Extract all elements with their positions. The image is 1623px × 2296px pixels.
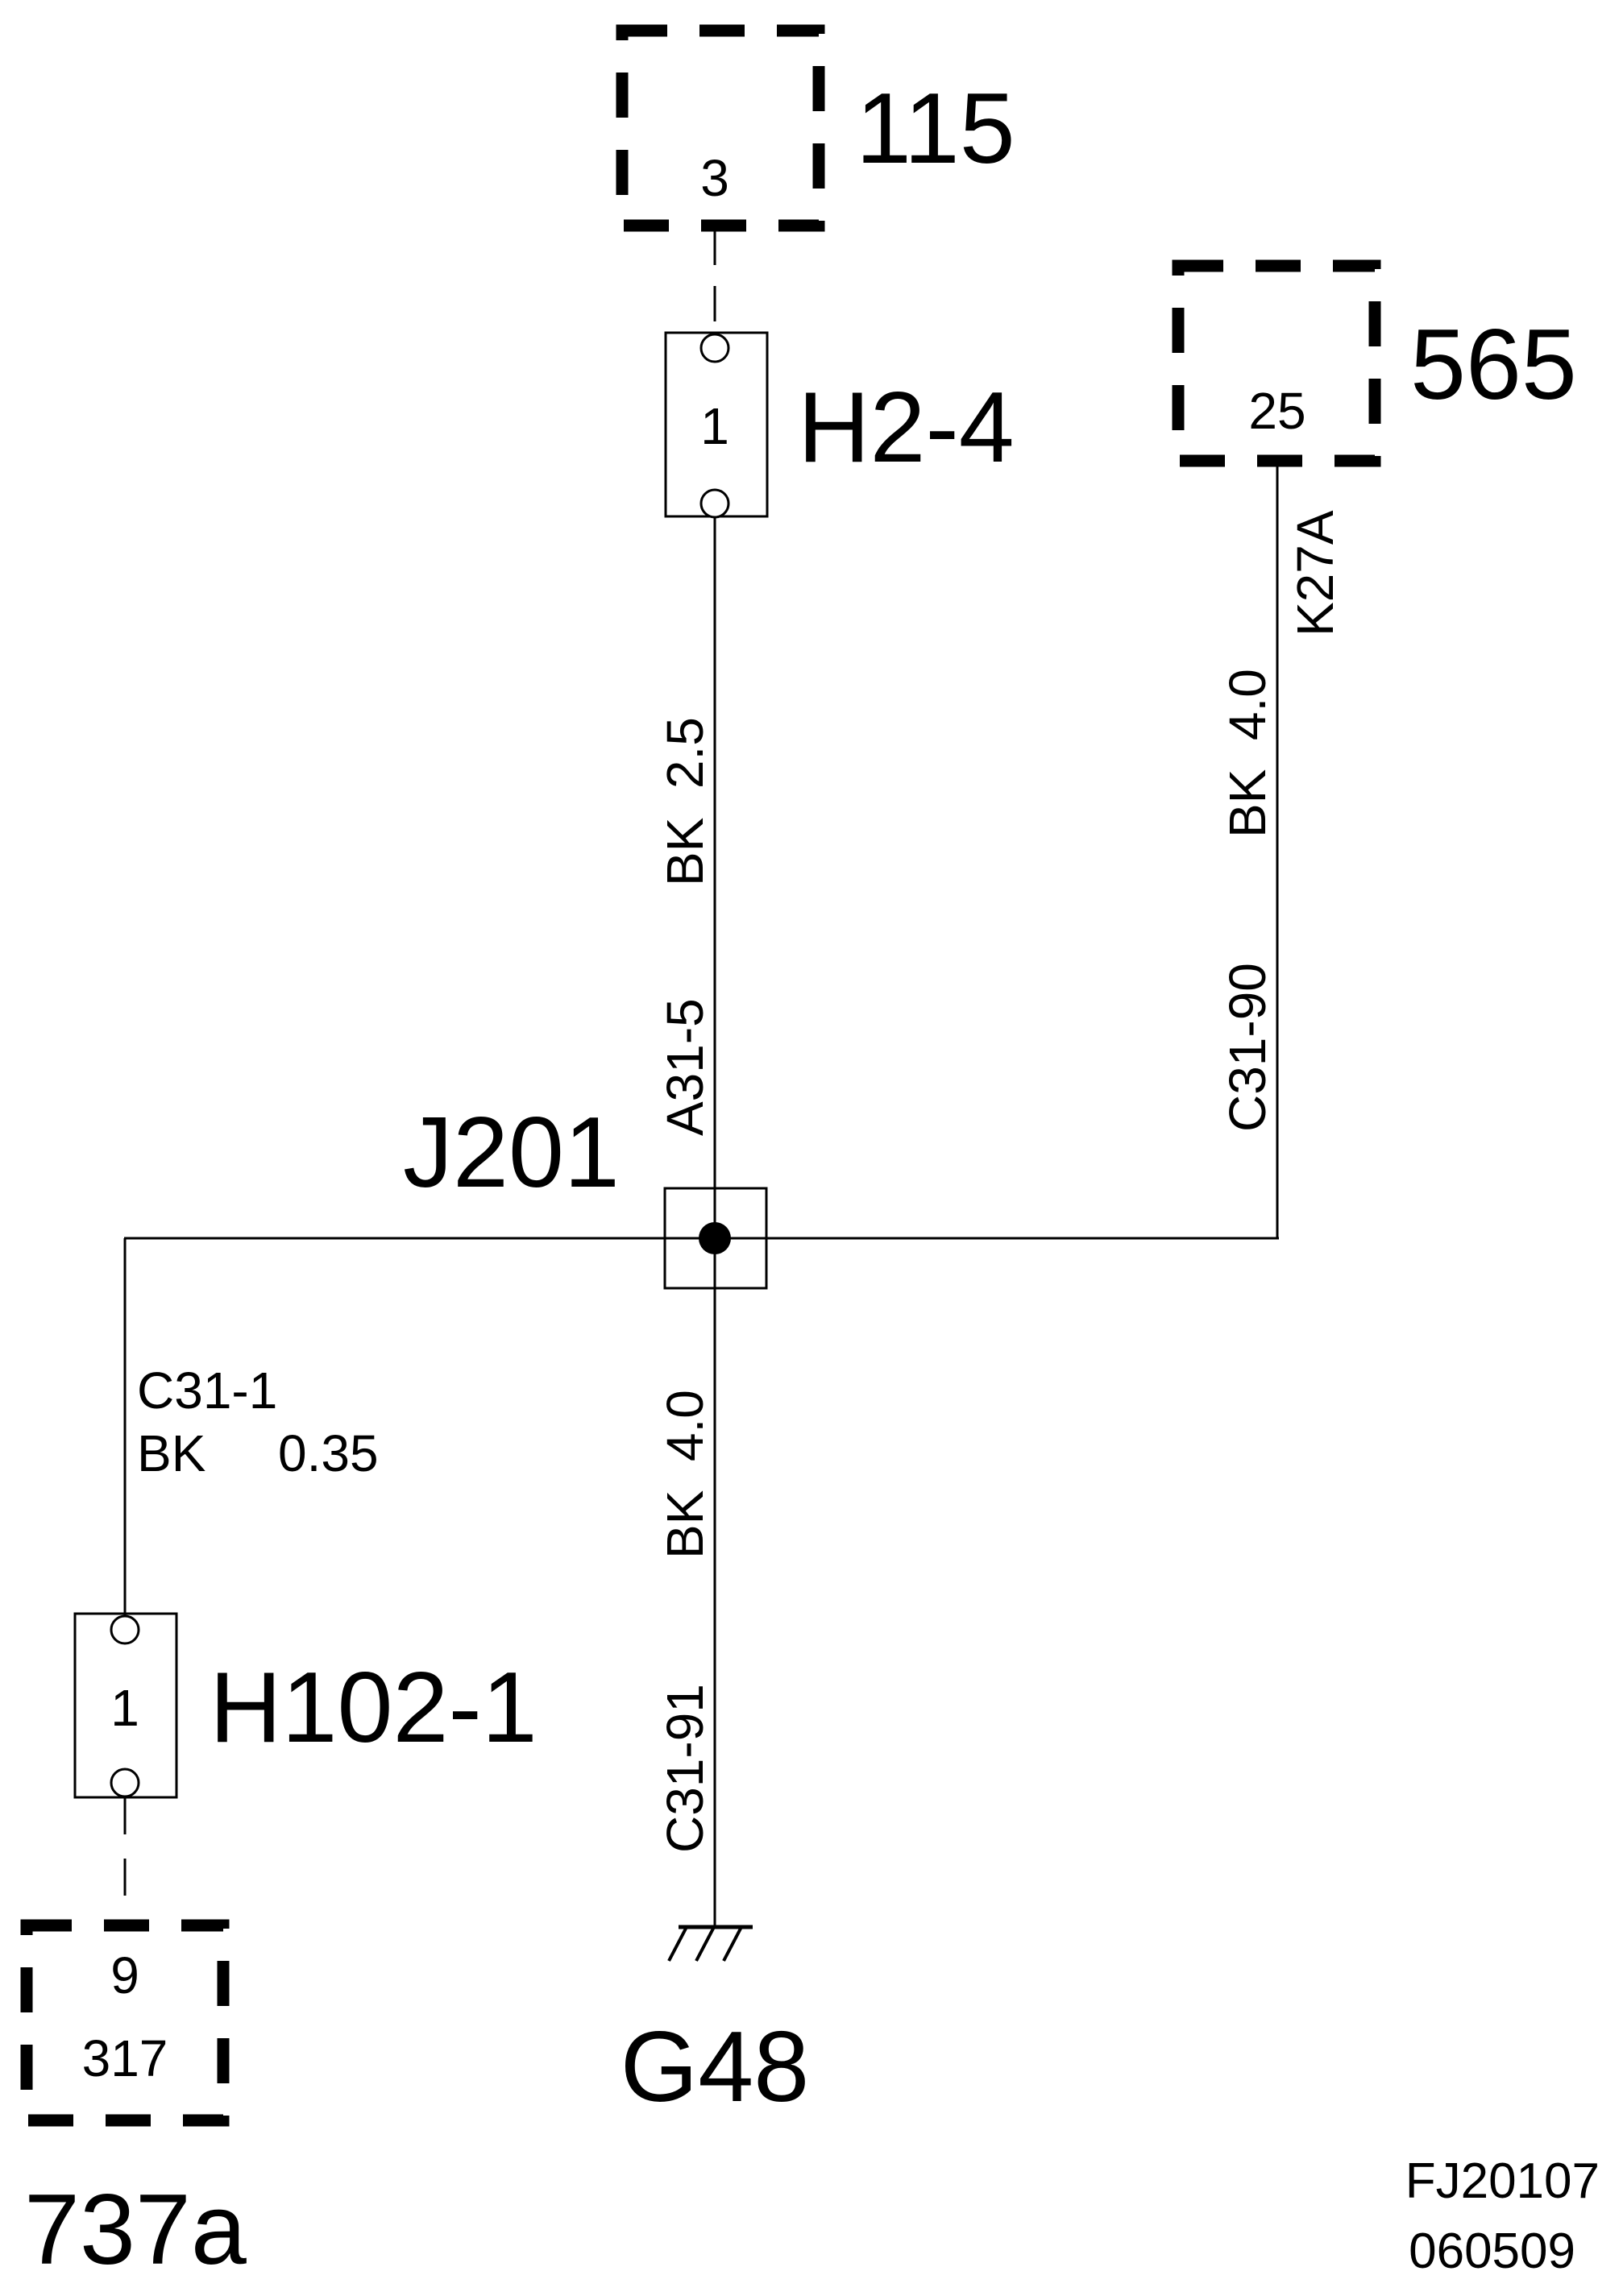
connector-h2-4-label: H2-4 — [798, 372, 1015, 483]
splice-j201[interactable]: J201 — [403, 1097, 768, 1290]
connector-h2-4[interactable]: 1 H2-4 — [664, 331, 1015, 519]
connector-h102-1-pin: 1 — [110, 1679, 139, 1737]
connector-h2-4-pin: 1 — [700, 397, 729, 455]
connector-h2-4-bottom-terminal — [699, 488, 730, 519]
component-737a-label: 737a — [24, 2174, 247, 2286]
connector-h102-1-label: H102-1 — [210, 1652, 538, 1763]
component-115-label: 115 — [856, 73, 1015, 184]
component-737a[interactable]: 9 317 737a — [20, 1919, 247, 2286]
component-115[interactable]: 3 115 — [616, 24, 1015, 232]
component-565-pin: 25 — [1248, 382, 1305, 440]
wire-c31-90-spec: BK 4.0 — [1218, 669, 1276, 838]
component-115-pin: 3 — [700, 149, 729, 207]
splice-j201-dot — [699, 1222, 731, 1254]
wire-a31-5-id: A31-5 — [656, 998, 714, 1136]
connector-h102-1-bottom-terminal — [110, 1768, 140, 1798]
connector-h102-1[interactable]: 1 H102-1 — [73, 1612, 538, 1799]
wire-c31-1-id: C31-1 — [137, 1361, 277, 1419]
footer-code: FJ20107 — [1405, 2153, 1600, 2209]
wire-c31-91-spec: BK 4.0 — [656, 1390, 714, 1559]
component-737a-pin: 9 — [110, 1946, 139, 2004]
wire-c31-1-color: BK — [137, 1424, 205, 1482]
component-737a-sub: 317 — [82, 2029, 168, 2087]
component-565-label: 565 — [1410, 309, 1577, 421]
ground-g48-label: G48 — [621, 2012, 809, 2123]
wire-c31-91-id: C31-91 — [656, 1684, 714, 1853]
wire-c31-1-size: 0.35 — [278, 1424, 379, 1482]
wire-c31-90-id: C31-90 — [1218, 963, 1276, 1132]
splice-j201-label: J201 — [403, 1097, 620, 1208]
footer-date: 060509 — [1409, 2223, 1575, 2279]
wire-a31-5-spec: BK 2.5 — [656, 717, 714, 886]
component-565[interactable]: 25 565 — [1172, 259, 1577, 467]
ground-g48[interactable]: G48 — [621, 1925, 809, 2123]
connector-h2-4-top-terminal — [699, 333, 730, 363]
wire-k27a-id: K27A — [1286, 510, 1344, 636]
connector-h102-1-top-terminal — [110, 1614, 140, 1645]
